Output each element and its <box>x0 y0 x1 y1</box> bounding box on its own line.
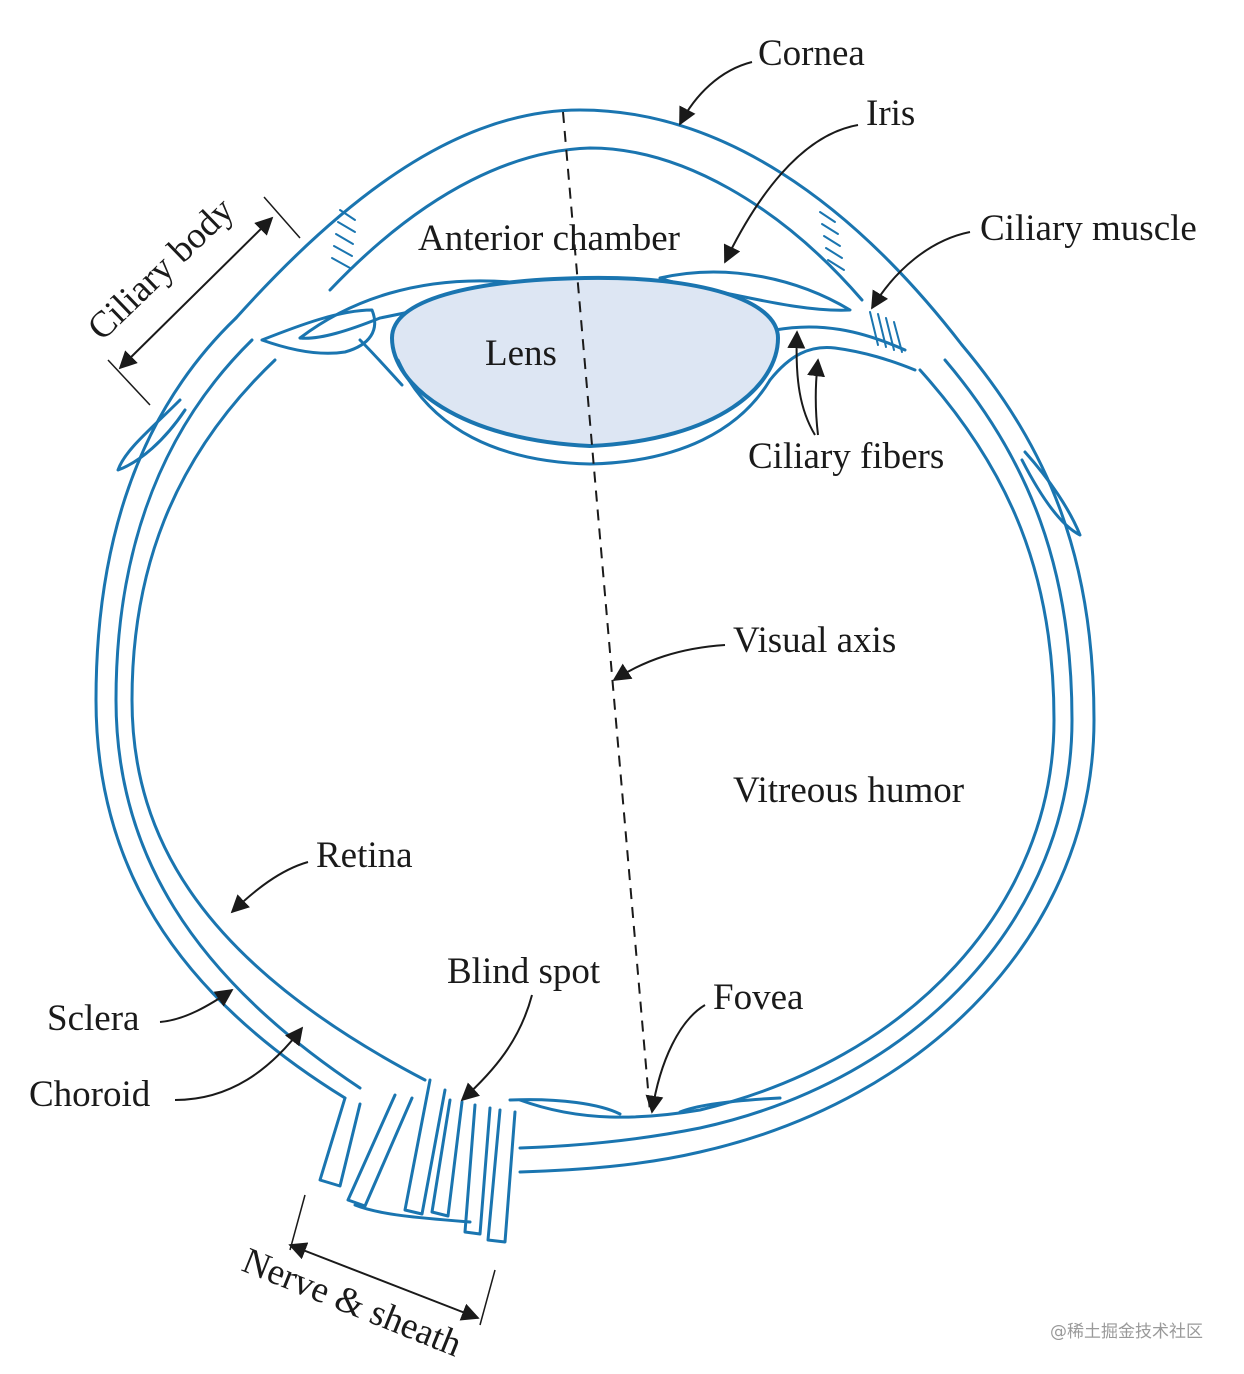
label-nerve-sheath: Nerve & sheath <box>237 1240 468 1365</box>
label-vitreous-humor: Vitreous humor <box>733 770 964 811</box>
iris-leader <box>723 124 859 264</box>
sclera-leader <box>159 988 234 1023</box>
cornea-inner <box>328 146 864 302</box>
retina-wall <box>130 358 427 1082</box>
cornea-leader <box>679 61 753 126</box>
choroid-wall <box>114 338 362 1090</box>
label-choroid: Choroid <box>29 1074 151 1115</box>
cornea-outer <box>234 108 964 347</box>
retina-wall-right <box>518 368 1056 1119</box>
choroid-wall-right <box>518 358 1074 1150</box>
watermark: @稀土掘金技术社区 <box>1050 1322 1203 1342</box>
ciliary-fibers-right-2 <box>768 345 917 382</box>
ciliary-body-left <box>260 308 377 355</box>
label-iris: Iris <box>866 93 915 134</box>
blind-spot-leader <box>460 994 533 1102</box>
ciliary-fibers-right <box>773 325 907 352</box>
label-lens: Lens <box>485 333 557 374</box>
ciliary-fibers-left <box>358 338 404 387</box>
ciliary-muscle-leader <box>871 231 971 310</box>
label-fovea: Fovea <box>713 977 803 1018</box>
lens-capsule <box>396 358 772 466</box>
choroid-leader <box>174 1026 304 1101</box>
leader-lines <box>107 61 971 1326</box>
ciliary-fold-left <box>116 398 187 472</box>
sclera-wall <box>94 316 347 1100</box>
sclera-wall-right <box>518 343 1096 1174</box>
label-cornea: Cornea <box>758 33 865 74</box>
fovea-leader <box>645 1004 706 1114</box>
ciliary-fibers-leader-2 <box>807 358 826 436</box>
label-retina: Retina <box>316 835 413 876</box>
label-ciliary-fibers: Ciliary fibers <box>748 436 944 477</box>
label-anterior-chamber: Anterior chamber <box>418 218 680 259</box>
label-ciliary-muscle: Ciliary muscle <box>980 208 1197 249</box>
label-blind-spot: Blind spot <box>447 951 601 992</box>
ciliary-fold-right <box>1020 450 1082 537</box>
optic-nerve <box>318 1078 782 1244</box>
retina-leader <box>230 861 309 914</box>
label-ciliary-body: Ciliary body <box>80 189 243 348</box>
visual-axis-leader <box>612 644 726 681</box>
label-sclera: Sclera <box>47 998 139 1039</box>
eyeball-structure <box>94 108 1096 1244</box>
label-visual-axis: Visual axis <box>733 620 896 661</box>
ciliary-fibers-leader-1 <box>787 330 816 436</box>
ciliary-muscle-hatching <box>331 209 903 353</box>
visual-axis-line <box>562 111 651 1113</box>
